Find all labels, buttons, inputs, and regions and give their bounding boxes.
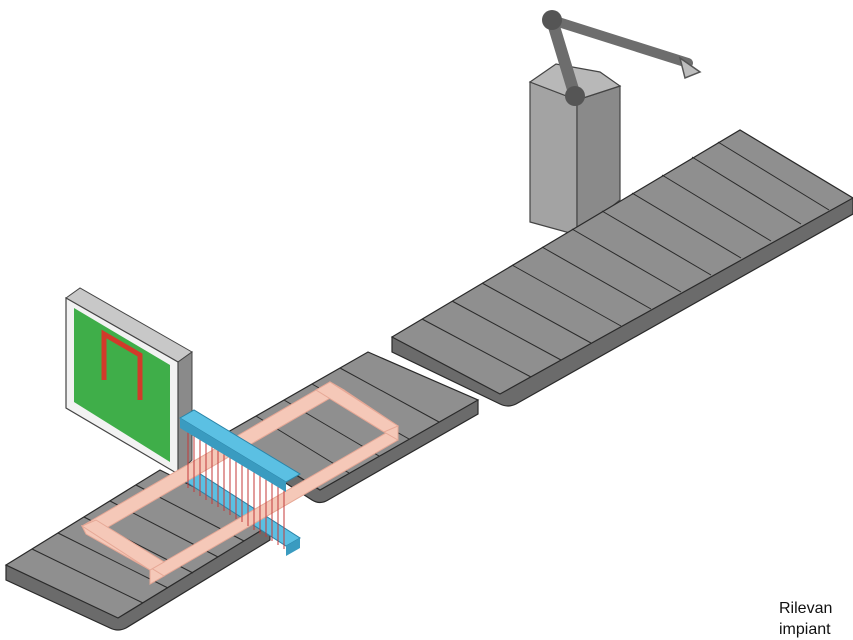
laser-beams <box>187 428 285 549</box>
gripper-icon <box>678 56 702 80</box>
sensor-bar-upper-side <box>180 418 286 492</box>
inspection-station <box>80 381 400 585</box>
robot-shoulder-joint <box>565 86 585 106</box>
sensor-bar-upper <box>179 409 301 483</box>
conveyor-long <box>390 129 853 407</box>
conveyor-long-top <box>390 129 853 395</box>
caption: Rilevan impiant <box>779 598 853 640</box>
product-frame <box>80 381 400 585</box>
caption-line-1: Rilevan <box>779 600 833 617</box>
sensor-bar-lower-side <box>286 538 300 556</box>
caption-line-2: impiant <box>779 621 831 638</box>
conveyor-long-slats <box>421 141 830 378</box>
robot-elbow-joint <box>542 10 562 30</box>
robot-lower-arm <box>546 14 581 102</box>
robot-station <box>528 10 702 237</box>
monitor-shape-outline <box>101 329 143 400</box>
monitor-icon <box>65 287 193 476</box>
robot-upper-arm <box>547 15 693 68</box>
robot-base-left-face <box>529 81 578 236</box>
monitor-screen <box>74 308 170 462</box>
